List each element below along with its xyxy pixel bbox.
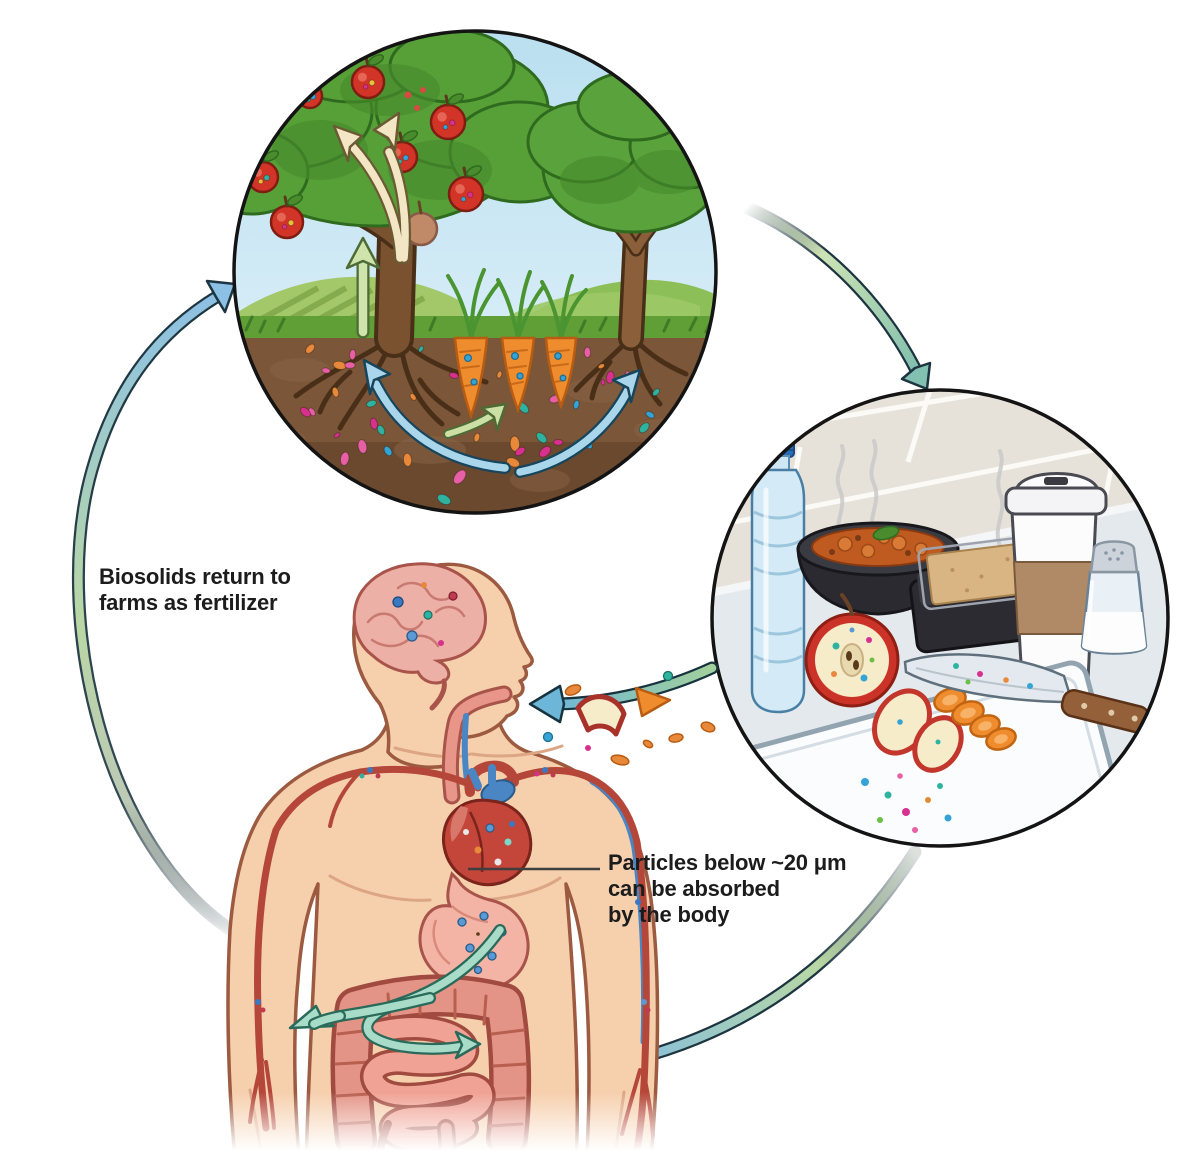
basil-leaf: [872, 525, 900, 541]
apple: [269, 194, 305, 240]
arrow-farm-to-kitchen: [741, 201, 932, 391]
carrot-piece: [634, 686, 672, 718]
board-handle-slot: [1000, 832, 1098, 846]
carrot-tops: [446, 268, 588, 340]
apple-particles: [831, 627, 875, 682]
brain-particles: [392, 582, 458, 646]
farm-circle-border: [232, 29, 718, 515]
apple: [447, 165, 485, 213]
particles-annotation-line2: can be absorbed: [608, 875, 780, 901]
human-figure: [226, 562, 660, 1170]
farm-scene: [232, 29, 718, 515]
brain: [352, 562, 487, 711]
carrot-slices: [933, 687, 1017, 751]
particles-annotation-line3: by the body: [608, 901, 730, 927]
vessel-particle-clusters: [255, 767, 651, 1013]
carrots: [446, 268, 588, 420]
biosolids-label-line2: farms as fertilizer: [99, 589, 278, 615]
bottom-fade: [0, 1092, 1200, 1170]
apple: [245, 84, 281, 130]
apple-wedge: [575, 694, 627, 737]
knife-particles: [953, 663, 1033, 689]
apple: [350, 54, 386, 100]
apple: [281, 52, 315, 96]
kitchen-circle-border: [710, 388, 1170, 848]
biosolids-label: Biosolids return to farms as fertilizer: [99, 564, 291, 616]
kitchen-scene: [710, 388, 1170, 848]
board-particles: [861, 773, 952, 833]
food-bits: [542, 670, 716, 766]
apple-slices: [872, 688, 964, 773]
knife: [903, 653, 1151, 734]
biosolids-label-line1: Biosolids return to: [99, 564, 291, 589]
uptake-arrows: [332, 111, 642, 478]
heart: [442, 760, 533, 887]
particles-annotation-line1: Particles below ~20 μm: [608, 850, 847, 875]
apple-half: [804, 593, 900, 708]
salt-shaker: [1080, 540, 1148, 655]
water-bottle: [750, 435, 806, 714]
absorption-arrows: [288, 924, 506, 1060]
particles-annotation: Particles below ~20 μm can be absorbed b…: [608, 850, 847, 928]
tiny-red-berries: [404, 87, 426, 111]
arrow-food-to-mouth: [528, 661, 719, 766]
arrow-biosolids-to-farm: [71, 279, 247, 943]
coffee-cup: [1004, 472, 1108, 682]
heart-particles: [463, 821, 515, 866]
apple: [429, 93, 467, 141]
